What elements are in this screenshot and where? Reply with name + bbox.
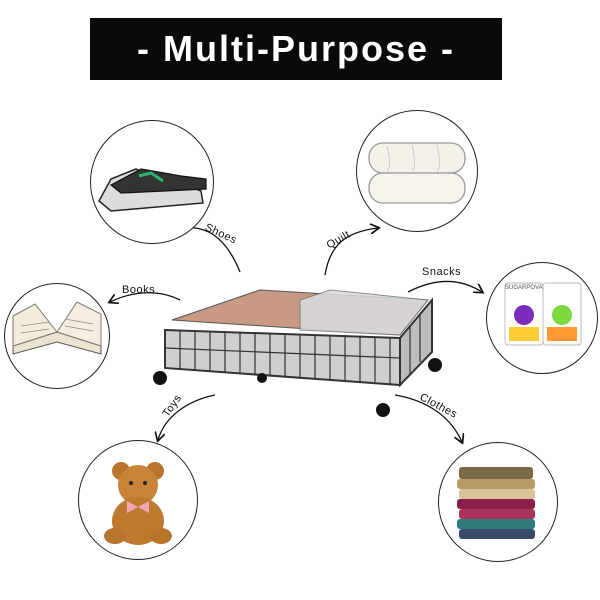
snack-bags-icon [504,282,582,346]
teddy-bear-icon [104,462,172,545]
arrow-clothes [394,394,462,442]
shoes-circle [90,120,214,244]
arrow-books [110,292,181,302]
quilt-circle [356,110,478,232]
arrow-quilt [324,228,378,276]
underbed-organizer [153,289,442,417]
arrow-snacks [407,280,482,293]
books-circle [4,283,110,389]
clothes-stack-icon [457,467,535,539]
snack-brand-text: SUGARPOVA [505,285,543,291]
toys-circle [78,440,198,560]
arrow-toys [158,394,216,440]
title-banner: - Multi-Purpose - [90,18,502,80]
shoe-icon [98,168,207,212]
book-icon [12,301,102,355]
title-text: - Multi-Purpose - [137,28,455,69]
label-books: Books [122,284,156,296]
label-snacks: Snacks [422,266,462,278]
snacks-circle: SUGARPOVA [486,262,598,374]
quilt-icon [368,142,466,204]
clothes-circle [438,442,558,562]
